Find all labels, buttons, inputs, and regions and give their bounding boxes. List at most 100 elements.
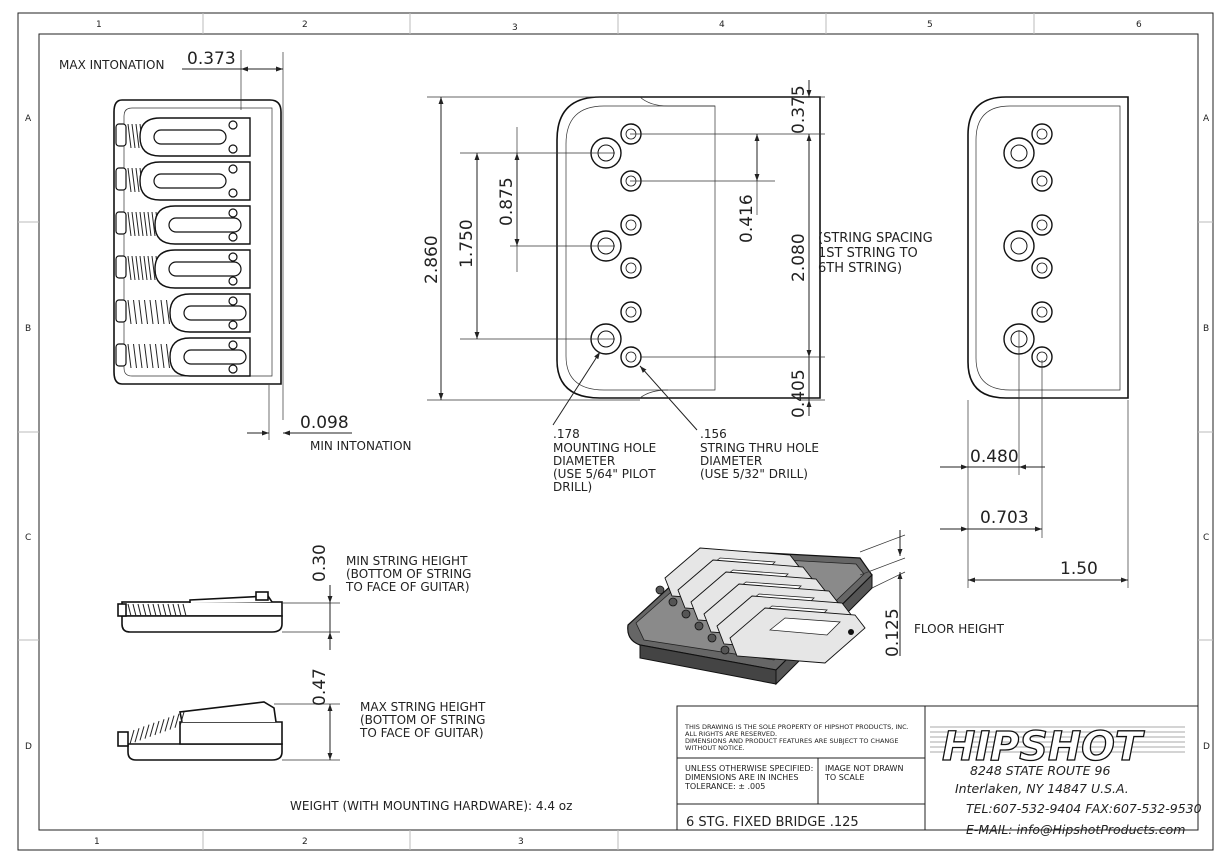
- saddle: [127, 161, 251, 201]
- isometric-bridge-view: [627, 547, 873, 686]
- max-intonation-value: 0.373: [187, 49, 236, 69]
- saddle-screw-head: [115, 211, 127, 235]
- spring-coil: [127, 167, 132, 193]
- iso-screw-head: [720, 645, 730, 655]
- string-pitch-value: 0.416: [737, 194, 757, 243]
- spring-coil: [155, 343, 159, 369]
- height-screw: [228, 232, 238, 242]
- spring-coil: [132, 603, 137, 617]
- spring-coil: [162, 603, 167, 617]
- string-thru-hole: [1031, 170, 1053, 192]
- thru-note-2: STRING THRU HOLE: [700, 441, 819, 455]
- logo-wordmark: HIPSHOT: [942, 724, 1145, 770]
- zone-col-6: 6: [1136, 20, 1142, 30]
- property-line-1: THIS DRAWING IS THE SOLE PROPERTY OF HIP…: [684, 723, 909, 731]
- max-height-note-1: MAX STRING HEIGHT: [360, 700, 486, 714]
- string-thru-hole: [1031, 214, 1053, 236]
- floor-height-value: 0.125: [883, 608, 903, 657]
- part-name: 6 STG. FIXED BRIDGE .125: [686, 815, 859, 830]
- string-thru-hole-inner: [625, 219, 637, 231]
- spring-coil: [127, 211, 132, 237]
- spring-coil: [137, 603, 142, 617]
- height-screw: [228, 296, 238, 306]
- spring-coil: [177, 603, 182, 617]
- mounting-hole-inner: [1010, 144, 1028, 162]
- spring-coil: [179, 711, 185, 727]
- spring-coil: [143, 255, 148, 281]
- saddle-slot: [168, 217, 242, 233]
- spring-coil: [133, 343, 137, 369]
- spring-coil: [172, 603, 177, 617]
- zone-row-c-left: C: [25, 533, 31, 543]
- spring-coil: [182, 603, 187, 617]
- string-thru-hole-inner: [1036, 262, 1048, 274]
- thru-note-1: .156: [700, 427, 727, 441]
- saddle: [127, 249, 251, 289]
- mount-note-2: MOUNTING HOLE: [553, 441, 656, 455]
- spring-coil: [127, 255, 132, 281]
- string-spacing-note-1: (STRING SPACING: [818, 231, 933, 246]
- spring-coil: [138, 343, 143, 369]
- property-line-4: WITHOUT NOTICE.: [685, 744, 745, 752]
- plate-view-right: [967, 96, 1129, 399]
- spring-coil: [144, 343, 148, 369]
- string-thru-hole-inner: [1036, 175, 1048, 187]
- string-thru-hole: [1031, 257, 1053, 279]
- spring-coil: [127, 343, 132, 369]
- min-height-note-3: TO FACE OF GUITAR): [345, 580, 470, 594]
- spring-coil: [149, 343, 154, 369]
- height-screw: [228, 188, 238, 198]
- address-phone: TEL:607-532-9404 FAX:607-532-9530: [966, 801, 1202, 816]
- min-intonation-value: 0.098: [300, 413, 349, 433]
- spring-coil: [149, 722, 155, 737]
- hipshot-logo: HIPSHOT: [930, 723, 1185, 771]
- zone-row-b-left: B: [25, 324, 31, 334]
- spring-coil: [151, 255, 156, 281]
- spring-coil: [164, 717, 170, 732]
- min-height-value: 0.30: [310, 544, 330, 582]
- min-height-note: MIN STRING HEIGHT (BOTTOM OF STRING TO F…: [345, 554, 471, 594]
- zone-row-a-right: A: [1203, 114, 1210, 124]
- bottom-offset-value: 0.405: [789, 369, 809, 418]
- saddle-screw-head: [115, 299, 127, 323]
- max-height-note-2: (BOTTOM OF STRING: [360, 713, 485, 727]
- string-thru-hole-inner: [1036, 219, 1048, 231]
- center-offset-value: 0.703: [980, 508, 1029, 528]
- weight-note: WEIGHT (WITH MOUNTING HARDWARE): 4.4 oz: [290, 799, 572, 813]
- address-city: Interlaken, NY 14847 U.S.A.: [955, 781, 1129, 796]
- spring-coil: [147, 211, 152, 237]
- spring-coil: [142, 603, 147, 617]
- saddle: [127, 337, 251, 377]
- string-thru-hole: [620, 257, 642, 279]
- spring-coil: [166, 299, 170, 325]
- spring-coil: [131, 167, 136, 193]
- thru-note-4: (USE 5/32" DRILL): [700, 467, 808, 481]
- spring-coil: [160, 299, 165, 325]
- spring-coil: [135, 255, 140, 281]
- min-height-note-2: (BOTTOM OF STRING: [346, 567, 471, 581]
- string-thru-hole: [620, 214, 642, 236]
- spring-coil: [139, 211, 144, 237]
- height-screw: [228, 144, 238, 154]
- saddle-screw-head: [115, 123, 127, 147]
- string-thru-hole: [1031, 301, 1053, 323]
- spring-coil: [127, 123, 132, 149]
- string-spacing-value: 2.080: [789, 233, 809, 282]
- string-thru-hole: [620, 346, 642, 368]
- spring-coil: [135, 123, 140, 149]
- spring-coil: [147, 603, 152, 617]
- iso-screw-head: [668, 597, 678, 607]
- iso-screw-head: [694, 621, 704, 631]
- max-height-note: MAX STRING HEIGHT (BOTTOM OF STRING TO F…: [359, 700, 486, 740]
- height-screw: [228, 252, 238, 262]
- spring-coil: [159, 719, 165, 734]
- zone-row-c-right: C: [1203, 533, 1209, 543]
- spring-coil: [127, 299, 132, 325]
- saddle: [127, 117, 251, 157]
- spring-coil: [131, 123, 136, 149]
- spring-coil: [131, 255, 136, 281]
- spring-coil: [129, 729, 135, 745]
- spring-coil: [160, 343, 165, 369]
- saddle-slot: [153, 173, 227, 189]
